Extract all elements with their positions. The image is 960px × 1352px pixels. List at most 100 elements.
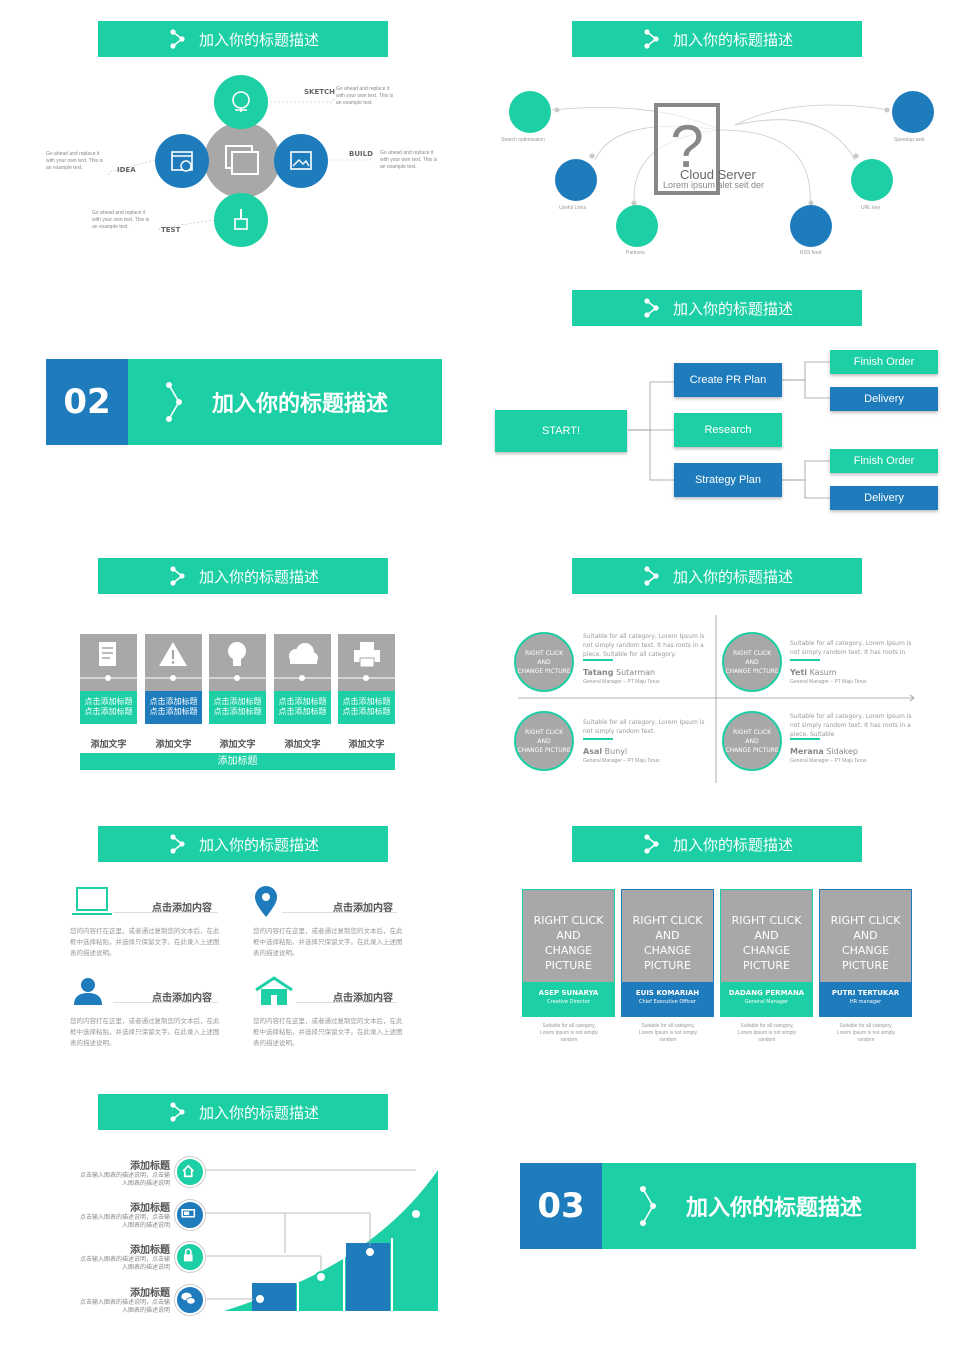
step-icon-area: [338, 634, 395, 691]
share-icon: [169, 833, 186, 855]
team-photo[interactable]: RIGHT CLICK AND CHANGE PICTURE: [721, 890, 812, 982]
person-name: Merana Sidakep: [790, 747, 858, 756]
test-circle: [214, 193, 268, 247]
cloud-subtitle: Lorem ipsum alet seit der: [663, 180, 765, 190]
growth-item-text: 点击输入图表的描述说明，点击输入图表的描述说明: [80, 1172, 171, 1187]
section-03-number: 03: [520, 1163, 602, 1249]
quote-divider: [583, 659, 613, 661]
person-name: Tatang Sutarman: [583, 668, 655, 677]
share-icon: [643, 565, 660, 587]
slide2-title: 加入你的标题描述: [672, 30, 793, 49]
share-icon: [166, 382, 182, 422]
growth-icon-circle: [175, 1285, 205, 1315]
team-role: HR manager: [849, 999, 882, 1005]
growth-item-text: 点击输入图表的描述说明，点击输入图表的描述说明: [80, 1256, 171, 1271]
last-name: Kasum: [809, 668, 837, 677]
flow-create-pr-plan: Create PR Plan: [674, 363, 782, 397]
step-label: 点击添加标题 点击添加标题: [274, 691, 331, 724]
node-rss-feed: [790, 205, 832, 247]
center-circle: [204, 122, 280, 198]
share-icon: [643, 28, 660, 50]
person-photo[interactable]: RIGHT CLICK AND CHANGE PICTURE: [514, 711, 574, 771]
team-desc: Suitable for all category, Lorem Ipsum i…: [539, 1023, 599, 1043]
feature-divider: [113, 1002, 218, 1003]
steps-title: 加入你的标题描述: [198, 567, 319, 586]
section-02-number: 02: [46, 359, 128, 445]
team-photo[interactable]: RIGHT CLICK AND CHANGE PICTURE: [820, 890, 911, 982]
cloud-icon: [274, 643, 331, 681]
quad-title-banner: 加入你的标题描述: [572, 558, 862, 594]
flowchart-connectors: [628, 361, 830, 499]
growth-item: 添加标题 点击输入图表的描述说明，点击输入图表的描述说明: [80, 1241, 170, 1272]
growth-item-title: 添加标题: [130, 1161, 170, 1172]
growth-item: 添加标题 点击输入图表的描述说明，点击输入图表的描述说明: [80, 1157, 170, 1188]
person-photo[interactable]: RIGHT CLICK AND CHANGE PICTURE: [514, 632, 574, 692]
feature-title: 点击添加内容: [152, 993, 212, 1004]
person-role: General Manager – PT Maju Terus: [790, 679, 867, 685]
growth-item: 添加标题 点击输入图表的描述说明，点击输入图表的描述说明: [80, 1284, 170, 1315]
team-desc: Suitable for all category, Lorem Ipsum i…: [836, 1023, 896, 1043]
feature-divider: [296, 1002, 397, 1003]
warning-icon: [145, 642, 202, 681]
team-nameplate: DADANG PERMANA General Manager: [721, 982, 812, 1016]
slide2-title-banner: 加入你的标题描述: [572, 21, 862, 57]
feature-text: 您的内容打在这里，或者通过复制您的文本后，在此框中选择粘贴，并选择只保留文字。在…: [70, 927, 220, 957]
team-card: RIGHT CLICK AND CHANGE PICTURE PUTRI TER…: [819, 889, 912, 1017]
flowchart-title: 加入你的标题描述: [672, 299, 793, 318]
node-label-speedup: Speedup web: [894, 137, 925, 143]
step-label: 点击添加标题 点击添加标题: [338, 691, 395, 724]
person-name: Yeti Kasum: [790, 668, 837, 677]
flowchart-title-banner: 加入你的标题描述: [572, 290, 862, 326]
team-desc: Suitable for all category, Lorem Ipsum i…: [638, 1023, 698, 1043]
team-card: RIGHT CLICK AND CHANGE PICTURE EUIS KOMA…: [621, 889, 714, 1017]
slide1-title-banner: 加入你的标题描述: [98, 21, 388, 57]
label-sketch: SKETCH: [304, 88, 336, 96]
team-nameplate: EUIS KOMARIAH Chief Executive Officer: [622, 982, 713, 1016]
step-label: 点击添加标题 点击添加标题: [80, 691, 137, 724]
first-name: Merana: [790, 747, 824, 756]
feature-text: 您的内容打在这里，或者通过复制您的文本后，在此框中选择粘贴，并选择只保留文字。在…: [70, 1017, 220, 1047]
person-role: General Manager – PT Maju Terus: [790, 758, 867, 764]
chat-icon: [181, 1292, 196, 1305]
feature-text: 您的内容打在这里，或者通过复制您的文本后，在此框中选择粘贴，并选择只保留文字。在…: [253, 1017, 403, 1047]
share-icon: [169, 1101, 186, 1123]
growth-icon-circle: [175, 1242, 205, 1272]
person-photo[interactable]: RIGHT CLICK AND CHANGE PICTURE: [722, 711, 782, 771]
steps-footer: 添加标题: [80, 753, 395, 770]
growth-icon-circle: [175, 1200, 205, 1230]
section-02-bar: 加入你的标题描述: [128, 359, 442, 445]
team-photo[interactable]: RIGHT CLICK AND CHANGE PICTURE: [523, 890, 614, 982]
features-title-banner: 加入你的标题描述: [98, 826, 388, 862]
quad-axes: [518, 615, 915, 783]
team-nameplate: ASEP SUNARYA Creative Director: [523, 982, 614, 1016]
step-icon-area: [274, 634, 331, 691]
section-02-title: 加入你的标题描述: [212, 392, 389, 417]
sketch-circle: [214, 75, 268, 129]
feature-text: 您的内容打在这里，或者通过复制您的文本后，在此框中选择粘贴，并选择只保留文字。在…: [253, 927, 403, 957]
home-icon: [182, 1164, 195, 1178]
question-glyph: ?: [670, 113, 704, 180]
growth-item-text: 点击输入图表的描述说明，点击输入图表的描述说明: [80, 1299, 171, 1314]
slide1-title: 加入你的标题描述: [198, 30, 319, 49]
bulb-icon: [209, 642, 266, 681]
node-partners: [616, 205, 658, 247]
section-03-bar: 加入你的标题描述: [602, 1163, 916, 1249]
node-useful-links: [555, 159, 597, 201]
growth-title-banner: 加入你的标题描述: [98, 1094, 388, 1130]
growth-item-title: 添加标题: [130, 1203, 170, 1214]
share-icon: [169, 565, 186, 587]
step-icon-area: [80, 634, 137, 691]
quote-divider: [583, 738, 613, 740]
globe-icon: [232, 91, 250, 112]
desc-idea: Go ahead and replace it with your own te…: [46, 151, 104, 171]
team-photo[interactable]: RIGHT CLICK AND CHANGE PICTURE: [622, 890, 713, 982]
step-card: 点击添加标题 点击添加标题: [80, 634, 137, 724]
growth-area-chart: [204, 1169, 438, 1311]
person-photo[interactable]: RIGHT CLICK AND CHANGE PICTURE: [722, 632, 782, 692]
step-icon-area: [209, 634, 266, 691]
map-pin-icon: [255, 886, 277, 917]
flow-delivery-2: Delivery: [830, 486, 938, 510]
last-name: Bunyi: [604, 747, 628, 756]
brush-icon: [234, 209, 248, 230]
connector-lines: [107, 97, 373, 233]
